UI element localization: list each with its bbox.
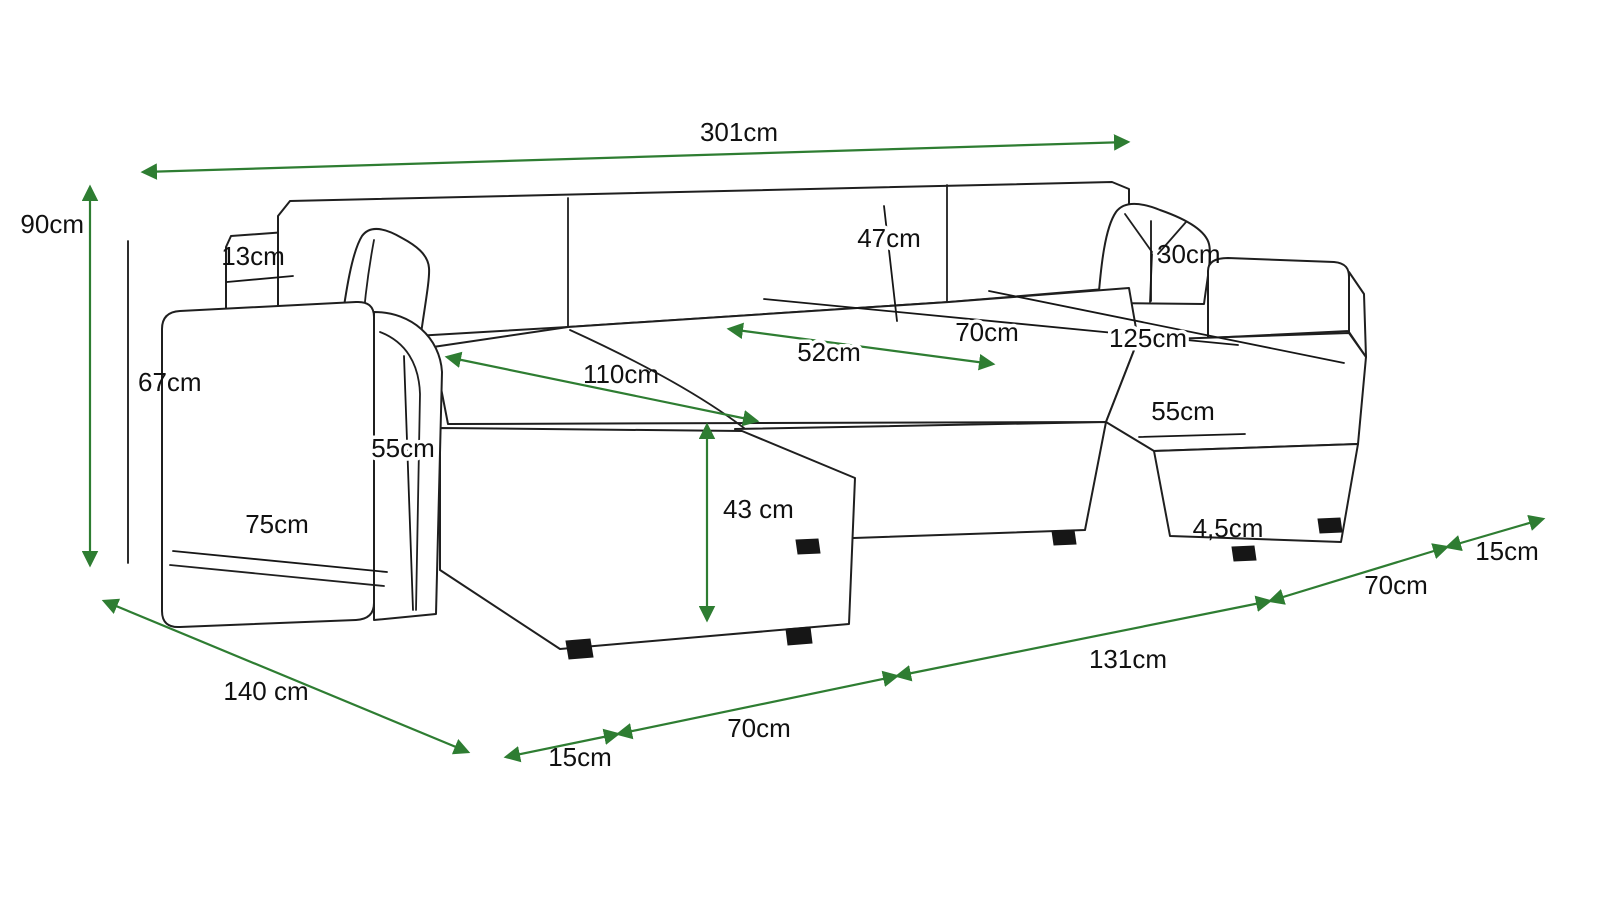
right-chaise-front (1153, 443, 1359, 543)
pillow-right-crease-2 (1157, 221, 1187, 255)
arrow-110cm (444, 351, 760, 427)
line-47cm (883, 205, 898, 322)
pillow-right (1097, 202, 1211, 305)
dim-left-armrest-length: 75cm (245, 509, 309, 539)
line-125cm (988, 290, 1345, 364)
dim-left-height: 90cm (20, 209, 84, 239)
arrow-15cm-right (1444, 515, 1546, 551)
dim-top-width: 301cm (700, 117, 778, 147)
dim-mid-depth: 70cm (955, 317, 1019, 347)
dim-pillow: 30cm (1157, 239, 1221, 269)
arrow-15cm-left (503, 728, 621, 763)
sofa-legs (565, 517, 1343, 660)
leg (565, 638, 594, 660)
dim-seat-height: 43 cm (723, 494, 794, 524)
leg (785, 626, 813, 646)
left-chaise-front (439, 427, 856, 650)
dimension-labels: 301cm 90cm 67cm 13cm 47cm 30cm 110cm 52c… (20, 117, 1538, 772)
leg (1231, 545, 1257, 562)
dim-leg-height: 4,5cm (1193, 513, 1264, 543)
arrow-70cm-right (1267, 543, 1450, 605)
dim-left-depth: 140 cm (223, 676, 308, 706)
line-70cm-mid (763, 298, 1239, 346)
dim-front-center: 131cm (1089, 644, 1167, 674)
dimension-arrows (81, 134, 1546, 763)
armrest-right (1207, 257, 1350, 339)
arrow-140cm (101, 598, 471, 755)
leg (795, 538, 821, 555)
dim-back-armrest: 13cm (221, 241, 285, 271)
dim-left-inner-height: 67cm (138, 367, 202, 397)
dim-front-far-left: 15cm (548, 742, 612, 772)
dim-mid-seat: 52cm (797, 337, 861, 367)
dim-backrest: 47cm (857, 223, 921, 253)
dim-right-seat-width: 55cm (1151, 396, 1215, 426)
arrow-131cm (894, 595, 1273, 682)
left-armrest-panel-seam (169, 564, 385, 587)
arrow-301cm (140, 134, 1131, 180)
leg (1317, 517, 1343, 534)
dim-front-far-right: 15cm (1475, 536, 1539, 566)
left-armrest-roll-seam (379, 331, 421, 611)
dim-front-right: 70cm (1364, 570, 1428, 600)
arrow-70cm-left (615, 670, 900, 740)
line-55cm-left (403, 355, 414, 611)
measurement-lines (127, 205, 1345, 611)
dim-left-armrest-height: 55cm (371, 433, 435, 463)
arrow-52cm (726, 322, 996, 371)
pillow-right-crease-1 (1124, 213, 1153, 253)
line-13cm (226, 275, 294, 283)
left-armrest-panel (161, 300, 375, 629)
line-75cm (172, 550, 388, 573)
leg (1051, 529, 1077, 546)
dim-left-seat-diag: 110cm (583, 359, 659, 389)
line-55cm-right (1138, 433, 1246, 438)
dim-right-chaise: 125cm (1109, 323, 1187, 353)
dim-front-left: 70cm (727, 713, 791, 743)
